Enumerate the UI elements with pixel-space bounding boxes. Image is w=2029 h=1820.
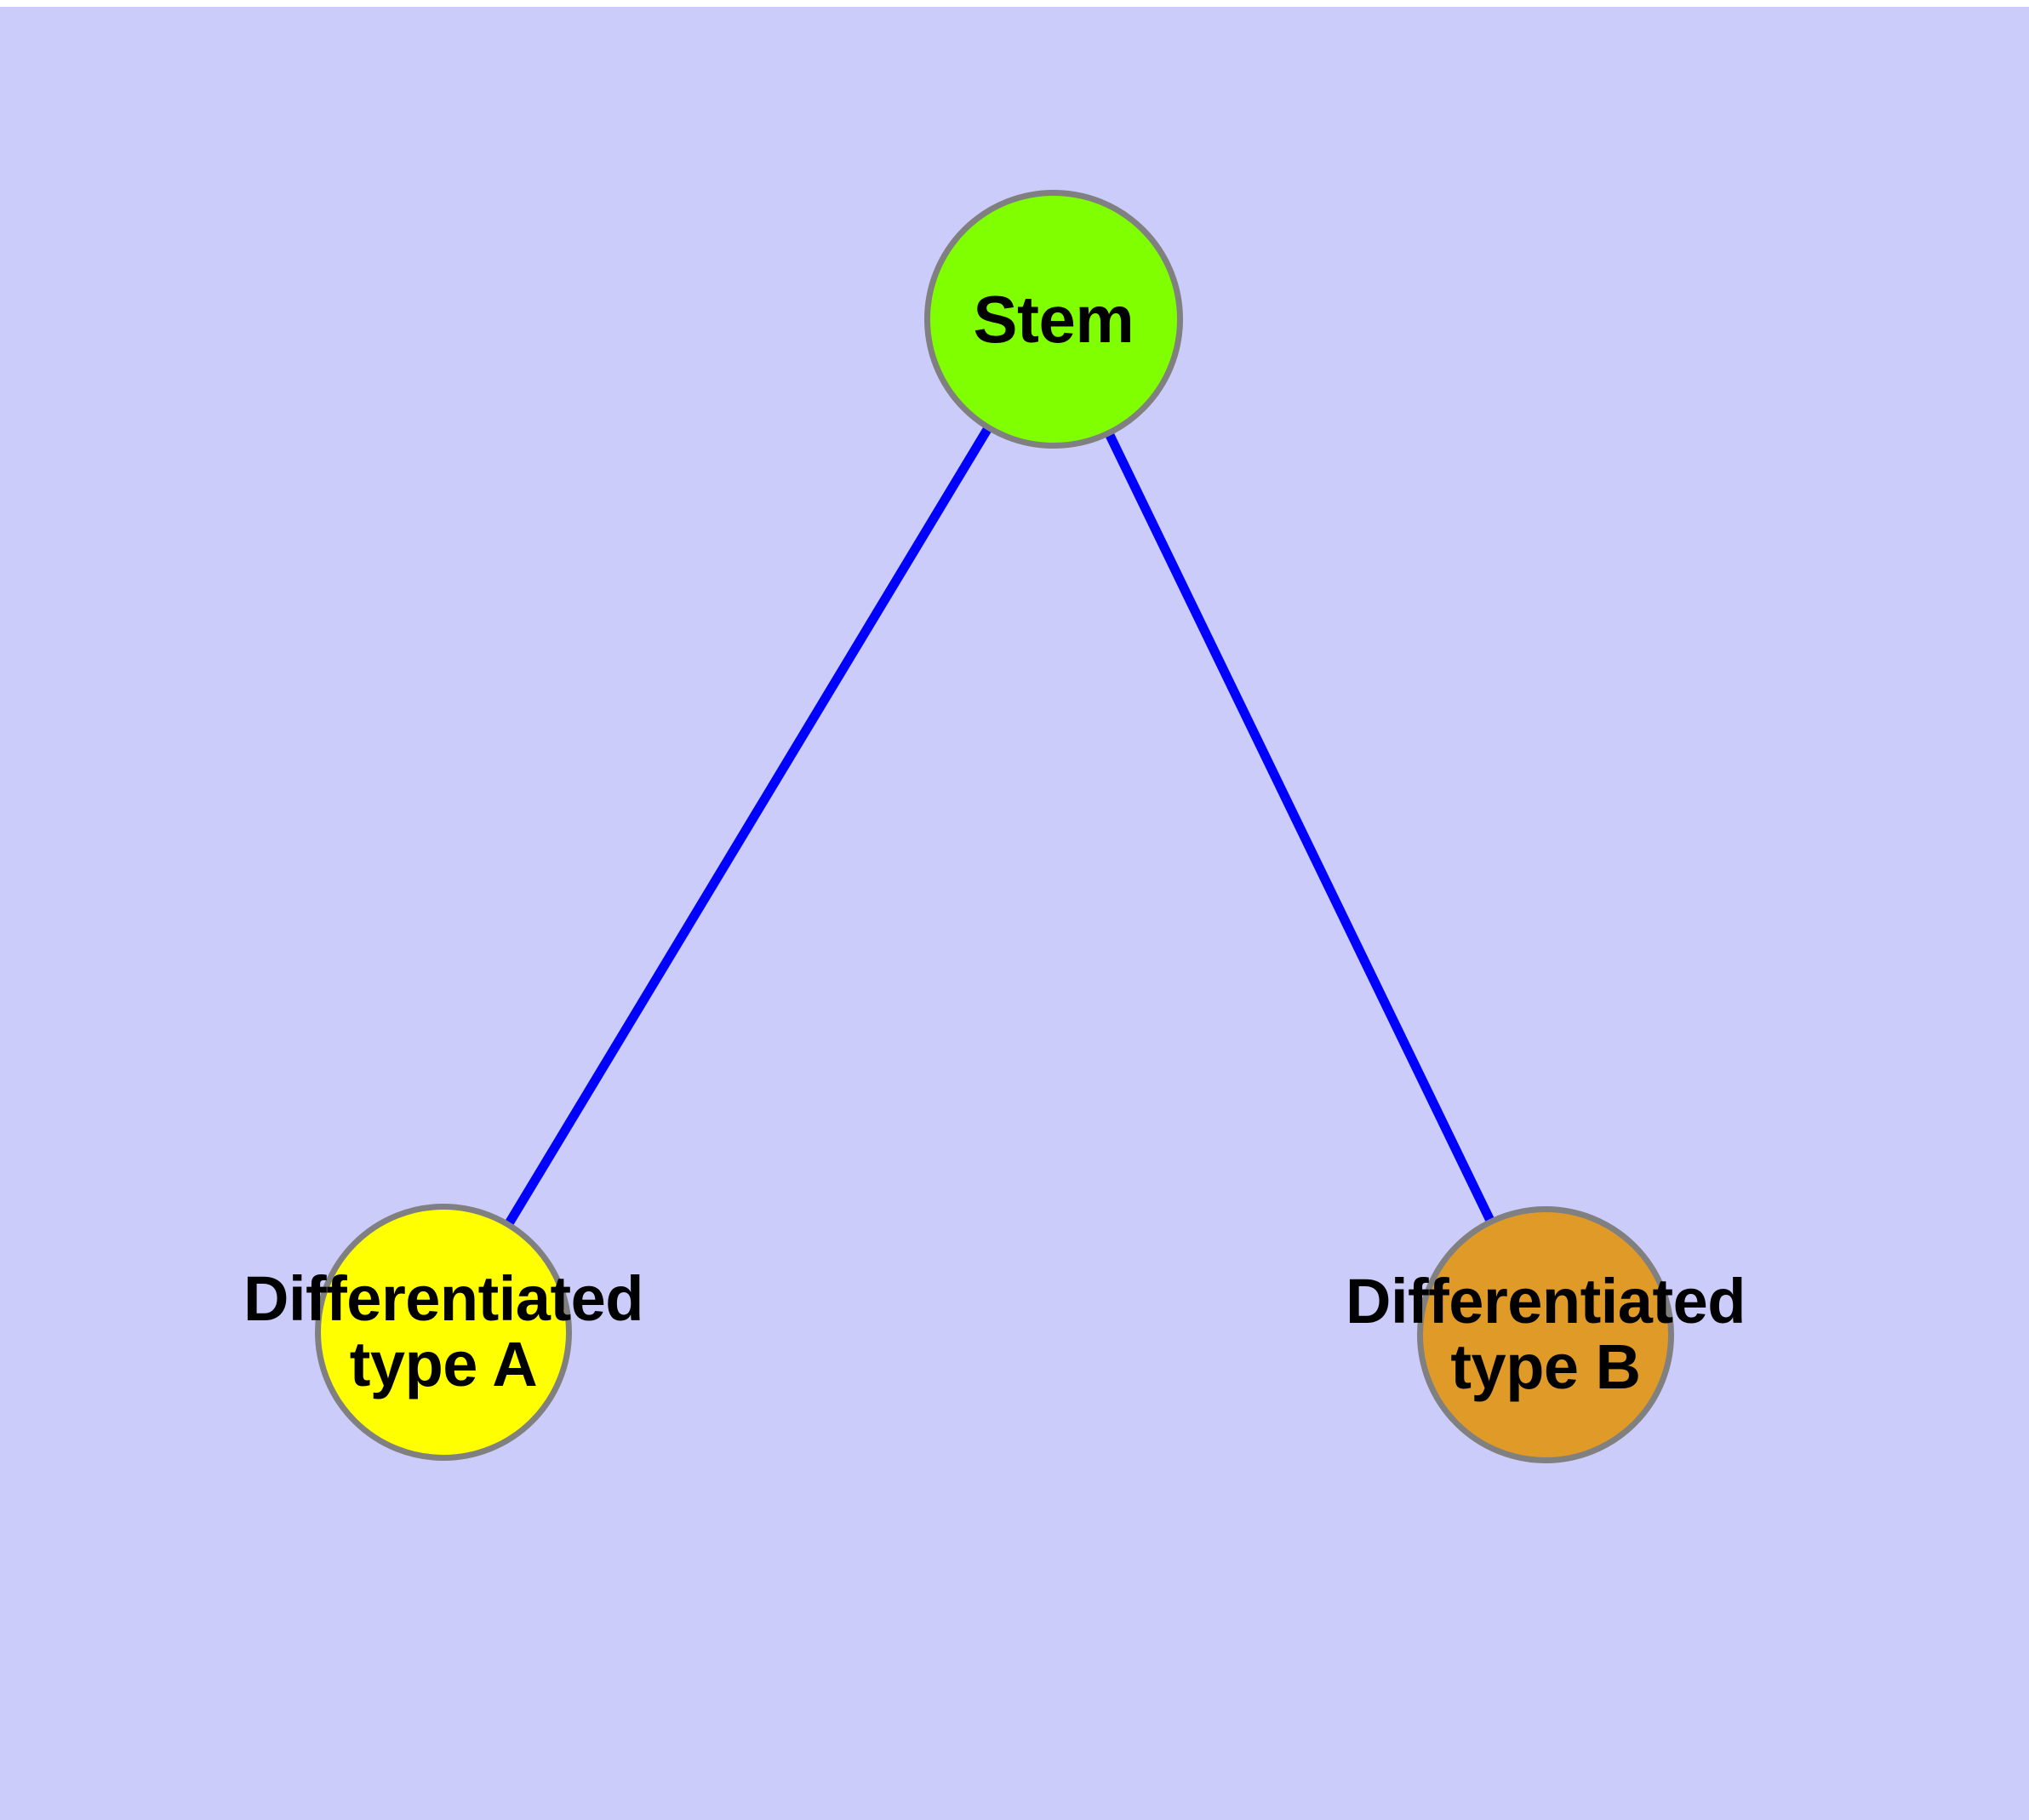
edge-stem-diff-b[interactable]: [1104, 430, 1495, 1225]
node-circle-diff_b[interactable]: [1417, 1206, 1674, 1463]
node-layer: [315, 190, 1674, 1463]
edge-stem-diff-a[interactable]: [504, 424, 993, 1228]
edge-layer: [504, 424, 1495, 1228]
node-circle-stem[interactable]: [924, 190, 1183, 449]
node-circle-diff_a[interactable]: [315, 1204, 572, 1461]
